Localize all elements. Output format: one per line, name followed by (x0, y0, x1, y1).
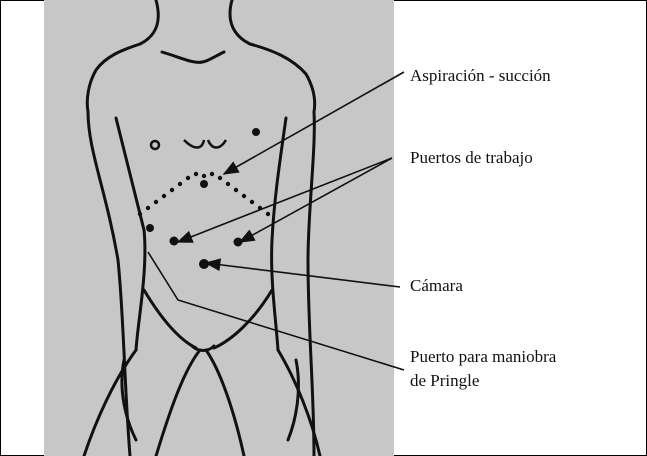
torso-outline (44, 0, 394, 456)
label-working-ports: Puertos de trabajo (410, 147, 533, 169)
label-pringle-line1: Puerto para maniobra (410, 346, 556, 368)
label-camera: Cámara (410, 275, 463, 297)
torso-sketch-image (44, 0, 394, 456)
label-pringle-line2: de Pringle (410, 370, 479, 392)
label-aspiration: Aspiración - succión (410, 65, 551, 87)
